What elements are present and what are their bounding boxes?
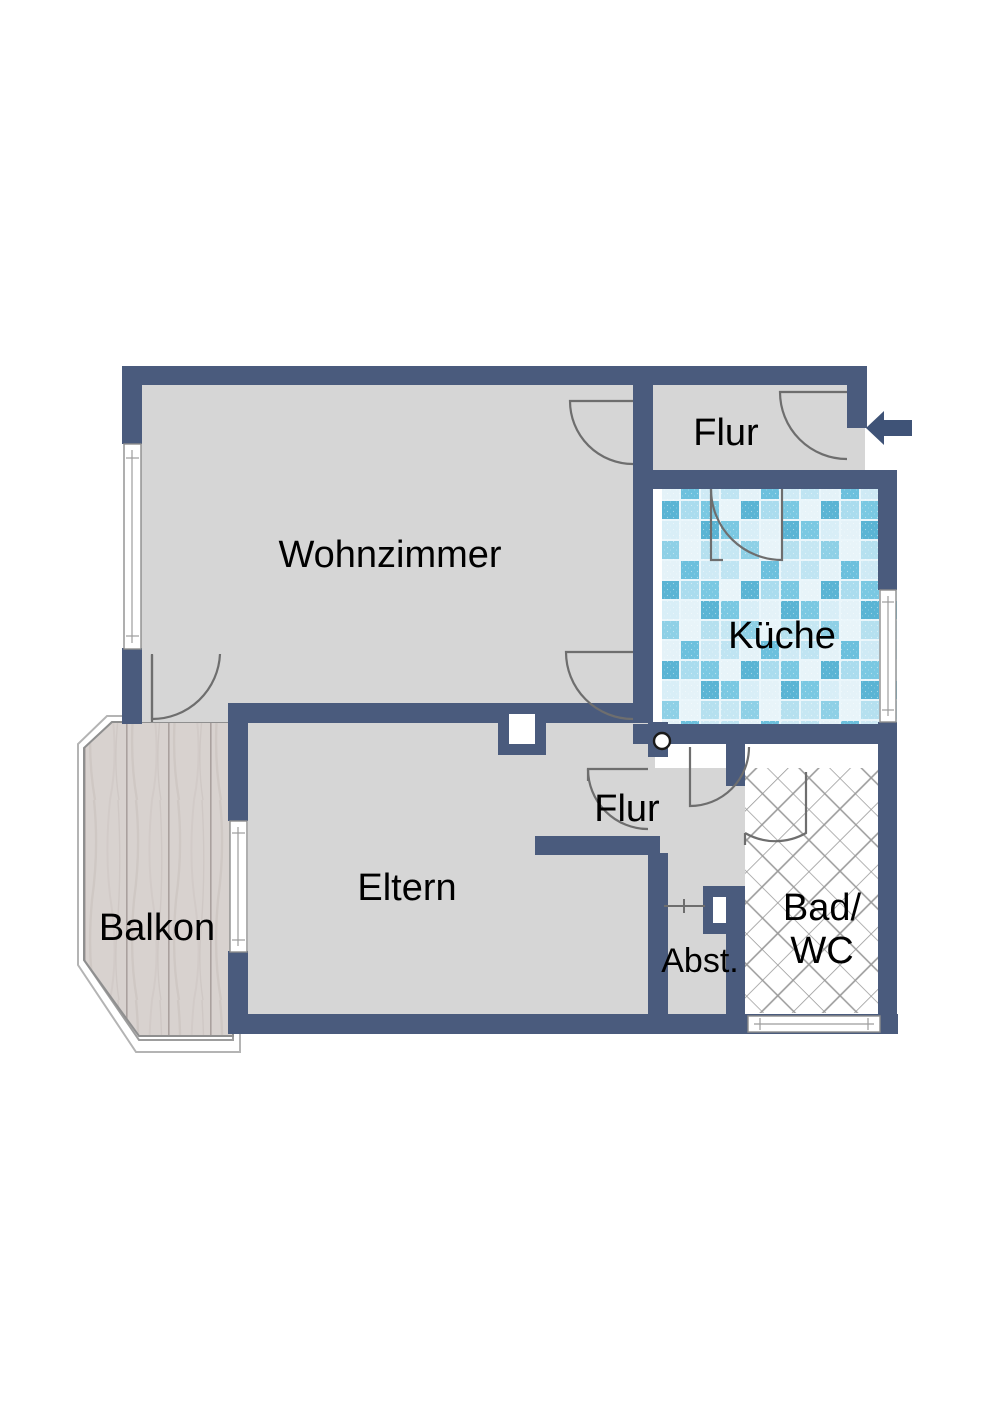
label-abst: Abst. <box>661 942 738 980</box>
wall-abst-bad <box>726 886 745 1034</box>
wall-wz-flur <box>633 366 653 486</box>
window-kueche-right <box>879 589 897 723</box>
balkon-wood-floor <box>84 722 233 1036</box>
wall-left-lower <box>122 648 142 724</box>
wall-flur-bad <box>726 744 745 786</box>
label-wohnzimmer: Wohnzimmer <box>278 534 501 576</box>
door-entry <box>778 390 848 461</box>
wall-right-kueche-upper <box>878 470 897 590</box>
wall-top-outer <box>122 366 867 385</box>
label-kueche: Küche <box>728 615 836 657</box>
room-balkon <box>77 715 241 1053</box>
door-abst-sliding <box>664 899 705 913</box>
label-flur-unten: Flur <box>594 788 660 830</box>
door-wohnzimmer-flur-unten <box>564 650 634 721</box>
door-wohnzimmer-balkon <box>150 653 222 722</box>
pipe-shaft-marker <box>652 731 672 751</box>
floor-flur-oben <box>652 383 865 486</box>
floor-eltern <box>248 722 648 1014</box>
doors <box>150 390 848 845</box>
wall-bad-right <box>878 768 897 1034</box>
wall-wz-kueche <box>633 486 653 723</box>
wall-kueche-bottom-right <box>745 724 897 744</box>
door-flur-kueche <box>709 488 784 562</box>
door-flur-wohnzimmer <box>568 399 634 466</box>
door-eltern-flur <box>586 767 649 831</box>
wall-eltern-bottom <box>228 1014 658 1034</box>
windows <box>123 443 897 1033</box>
floor-kueche <box>662 486 897 744</box>
label-bad-wc-line1: Bad/ <box>783 887 862 929</box>
wall-flur-bottom <box>535 836 660 855</box>
wall-wz-bottom-left <box>228 703 518 723</box>
wall-eltern-flur-b <box>648 853 668 1033</box>
label-bad-wc-line2: WC <box>790 930 853 972</box>
window-bad-bottom <box>747 1015 881 1033</box>
window-eltern-left <box>229 820 248 953</box>
wall-eltern-left-lower <box>228 951 248 1033</box>
entrance-direction-arrow <box>866 411 912 445</box>
label-flur-oben: Flur <box>693 412 759 454</box>
window-wohnzimmer-left <box>123 443 142 650</box>
wall-left-upper <box>122 366 142 444</box>
floor-bad-wc <box>745 768 895 1013</box>
walls <box>122 366 898 1034</box>
label-balkon: Balkon <box>99 907 215 949</box>
wall-abst-bottom <box>658 1014 748 1034</box>
door-bad-wc <box>743 772 808 845</box>
wall-kueche-top <box>633 470 865 489</box>
label-eltern: Eltern <box>357 867 456 909</box>
chimney-shaft-square <box>509 714 535 744</box>
door-kueche-bad <box>688 746 751 808</box>
wall-right-top <box>847 366 867 428</box>
wall-eltern-left-upper <box>228 703 248 821</box>
